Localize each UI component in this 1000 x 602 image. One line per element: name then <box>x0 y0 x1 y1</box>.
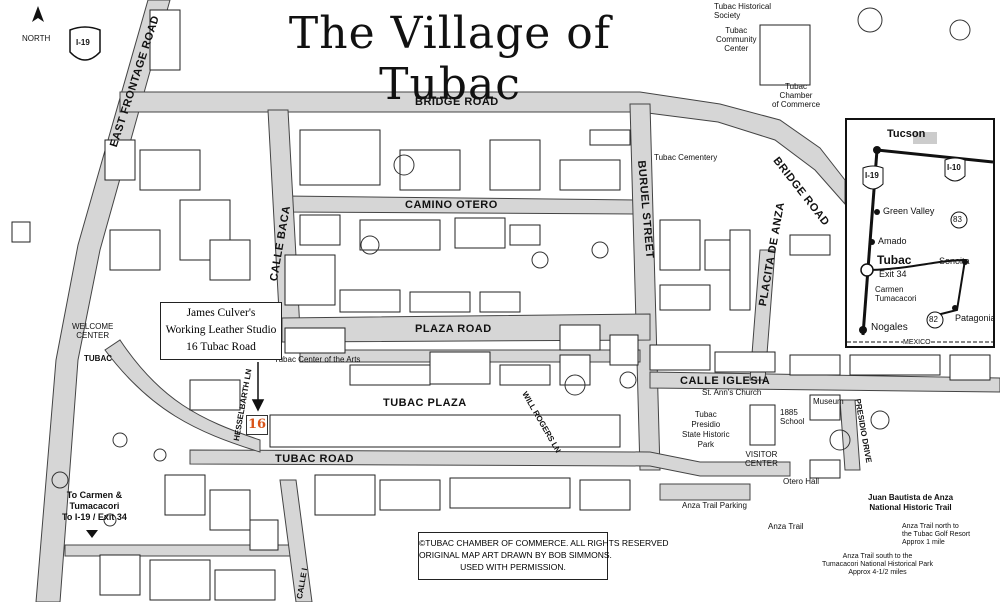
place-visitor-center: VISITOR CENTER <box>745 450 778 468</box>
place-tubac-sign: TUBAC <box>84 354 112 363</box>
buildings <box>11 9 991 601</box>
inset-tubac: Tubac <box>877 253 912 267</box>
inset-patagonia: Patagonia <box>955 313 995 323</box>
copyright-box: ©TUBAC CHAMBER OF COMMERCE. ALL RIGHTS R… <box>418 532 669 580</box>
inset-artwork <box>847 132 993 343</box>
road-label-bridge-road: BRIDGE ROAD <box>415 96 499 108</box>
copyright-line-1: ©TUBAC CHAMBER OF COMMERCE. ALL RIGHTS R… <box>419 538 669 548</box>
place-cemetery: Tubac Cementery <box>654 153 718 162</box>
road-label-camino-otero: CAMINO OTERO <box>405 199 498 211</box>
inset-tumacacori: Tumacacori <box>875 294 917 303</box>
place-anza-south: Anza Trail south to the Tumacacori Natio… <box>822 553 933 576</box>
studio-number-marker: 16 <box>246 415 268 435</box>
place-anza-trail: Anza Trail <box>768 522 804 531</box>
inset-i10-shield: I-10 <box>947 163 961 172</box>
road-label-tubac-plaza: TUBAC PLAZA <box>383 397 467 409</box>
inset-regional-map: Tucson I-10 I-19 Green Valley Amado Tuba… <box>845 118 995 348</box>
place-anza-north: Anza Trail north to the Tubac Golf Resor… <box>902 523 971 546</box>
inset-route-82: 82 <box>929 315 938 324</box>
inset-route-83: 83 <box>953 215 962 224</box>
callout-line-2: Working Leather Studio <box>165 324 277 336</box>
place-community-center: Tubac Community Center <box>716 26 757 53</box>
road-label-tubac-road: TUBAC ROAD <box>275 453 354 465</box>
inset-exit34: Exit 34 <box>879 269 907 279</box>
place-st-anns: St. Ann's Church <box>702 388 762 397</box>
road-label-calle-iglesia: CALLE IGLESIA <box>680 375 771 387</box>
place-1885-school: 1885 School <box>780 408 805 426</box>
place-to-carmen: To Carmen & Tumacacori To I-19 / Exit 34 <box>62 490 127 522</box>
i19-shield-label: I-19 <box>76 38 90 47</box>
down-arrow-icon <box>86 530 98 538</box>
studio-callout: James Culver's Working Leather Studio 16… <box>160 302 282 360</box>
copyright-line-3: USED WITH PERMISSION. <box>460 562 566 572</box>
place-juan-bautista: Juan Bautista de Anza National Historic … <box>868 493 954 512</box>
trees <box>51 7 971 527</box>
inset-nogales: Nogales <box>871 322 908 333</box>
copyright-line-2: ORIGINAL MAP ART DRAWN BY BOB SIMMONS. <box>419 550 612 560</box>
callout-line-3: 16 Tubac Road <box>186 341 256 353</box>
road-label-plaza-road: PLAZA ROAD <box>415 323 492 335</box>
callout-pointer-arrow <box>251 362 265 412</box>
place-center-arts: Tubac Center of the Arts <box>274 355 361 364</box>
inset-mexico: MEXICO <box>903 339 931 346</box>
road-network <box>35 0 1000 602</box>
inset-carmen: Carmen <box>875 285 904 294</box>
place-otero-hall: Otero Hall <box>783 477 820 486</box>
place-historical-society: Tubac Historical Society <box>714 2 772 20</box>
inset-sonoita: Sonoita <box>939 256 970 266</box>
place-chamber: Tubac Chamber of Commerce <box>772 82 821 109</box>
inset-green-valley: Green Valley <box>883 206 935 216</box>
inset-tucson: Tucson <box>887 128 926 140</box>
inset-amado: Amado <box>878 236 907 246</box>
i19-shield-icon <box>69 26 101 61</box>
place-welcome-center: WELCOME CENTER <box>72 322 114 340</box>
map-title: The Village of Tubac <box>288 8 612 110</box>
north-arrow-icon <box>32 6 44 22</box>
place-anza-trail-parking: Anza Trail Parking <box>682 501 747 510</box>
place-museum: Museum <box>813 397 844 406</box>
callout-line-1: James Culver's <box>186 307 256 319</box>
compass-label: NORTH <box>22 34 51 43</box>
place-presidio-park: Tubac Presidio State Historic Park <box>682 410 730 449</box>
inset-i19-shield: I-19 <box>865 171 879 180</box>
